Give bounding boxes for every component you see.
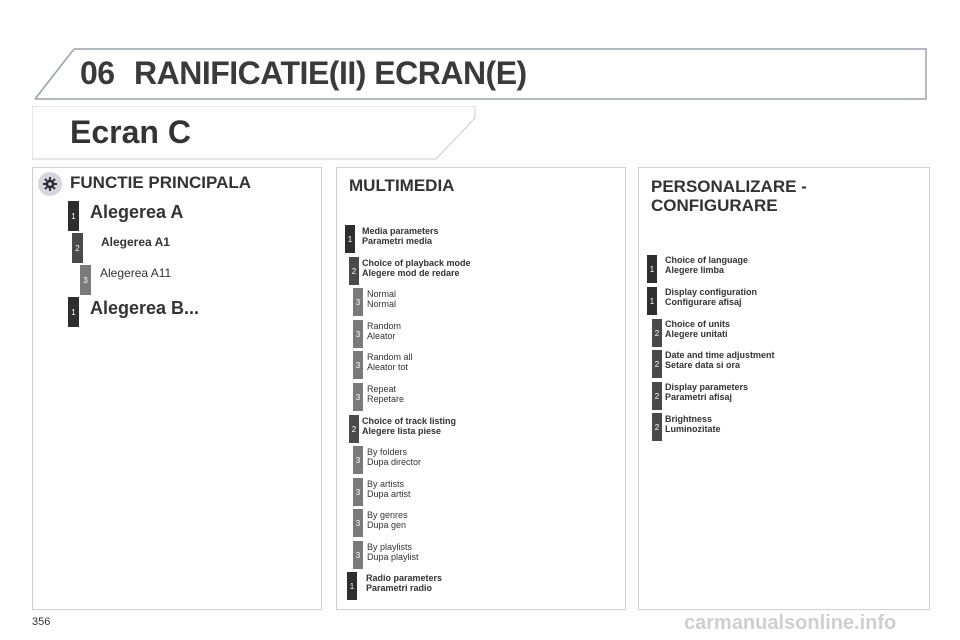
level-1-badge: 1	[347, 572, 357, 600]
level-1-badge: 1	[647, 287, 657, 315]
level-1-badge: 1	[647, 255, 657, 283]
level-2-badge: 2	[349, 257, 359, 285]
menu-item-b: Alegerea B...	[90, 298, 200, 318]
level-1-badge: 1	[345, 225, 355, 253]
level-3-badge: 3	[353, 509, 363, 537]
level-3-badge: 3	[353, 383, 363, 411]
level-3-badge: 3	[353, 351, 363, 379]
level-2-badge: 2	[72, 233, 83, 263]
level-2-badge: 2	[652, 350, 662, 378]
level-1-badge: 1	[68, 201, 79, 231]
multimedia-title: MULTIMEDIA	[349, 176, 455, 195]
settings-title: PERSONALIZARE -CONFIGURARE	[651, 177, 807, 215]
level-3-badge: 3	[353, 446, 363, 474]
settings-panel	[638, 167, 930, 610]
menu-item-a11: Alegerea A11	[100, 266, 172, 280]
level-2-badge: 2	[349, 415, 359, 443]
main-function-title: FUNCTIE PRINCIPALA	[70, 173, 252, 192]
level-3-badge: 3	[353, 288, 363, 316]
multimedia-panel	[336, 167, 626, 610]
level-2-badge: 2	[652, 382, 662, 410]
level-3-badge: 3	[353, 541, 363, 569]
level-3-badge: 3	[353, 320, 363, 348]
gear-icon	[38, 172, 62, 196]
chapter-header-frame	[34, 48, 927, 100]
level-1-badge: 1	[68, 297, 79, 327]
page-number: 356	[32, 616, 51, 628]
chapter-title: RANIFICATIE(II) ECRAN(E)	[134, 55, 527, 91]
menu-item-a: Alegerea A	[90, 202, 184, 222]
level-3-badge: 3	[353, 478, 363, 506]
level-3-badge: 3	[80, 265, 91, 295]
level-2-badge: 2	[652, 319, 662, 347]
menu-item-a1: Alegerea A1	[101, 235, 170, 249]
level-2-badge: 2	[652, 413, 662, 441]
subheader-frame	[32, 106, 476, 160]
watermark: carmanualsonline.info	[684, 612, 897, 634]
chapter-number: 06	[80, 55, 115, 91]
screen-title: Ecran C	[70, 114, 191, 150]
